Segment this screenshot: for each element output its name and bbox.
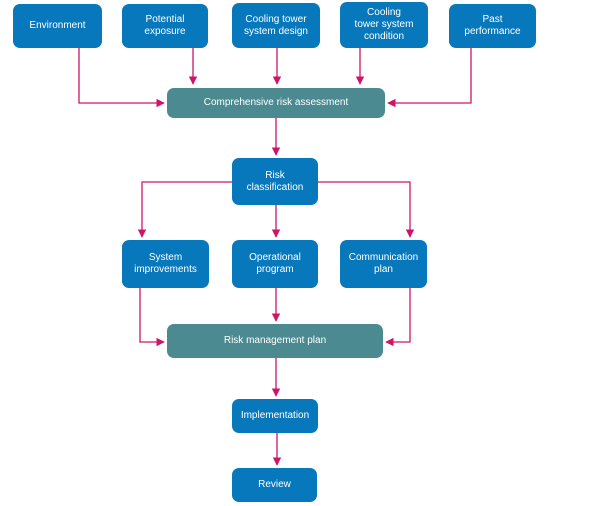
edge-classification-to-communication-plan bbox=[318, 181, 415, 238]
edge-system-improvements-to-management-plan bbox=[139, 288, 165, 347]
node-operational-program: Operational program bbox=[232, 240, 318, 288]
node-communication-plan: Communication plan bbox=[340, 240, 427, 288]
node-cooling-tower-system-design: Cooling tower system design bbox=[232, 3, 320, 48]
node-comprehensive-risk-assessment: Comprehensive risk assessment bbox=[167, 88, 385, 118]
edge-classification-to-system-improvements bbox=[137, 181, 232, 238]
node-review: Review bbox=[232, 468, 317, 502]
node-cooling-tower-system-condition: Cooling tower system condition bbox=[340, 2, 428, 48]
node-risk-classification: Risk classification bbox=[232, 158, 318, 205]
edge-environment-to-assessment bbox=[78, 48, 165, 108]
node-environment: Environment bbox=[13, 4, 102, 48]
node-past-performance: Past performance bbox=[449, 4, 536, 48]
edge-past-performance-to-assessment bbox=[387, 48, 472, 108]
node-risk-management-plan: Risk management plan bbox=[167, 324, 383, 358]
node-potential-exposure: Potential exposure bbox=[122, 4, 208, 48]
node-implementation: Implementation bbox=[232, 399, 318, 433]
node-system-improvements: System improvements bbox=[122, 240, 209, 288]
edge-communication-plan-to-management-plan bbox=[385, 288, 411, 347]
